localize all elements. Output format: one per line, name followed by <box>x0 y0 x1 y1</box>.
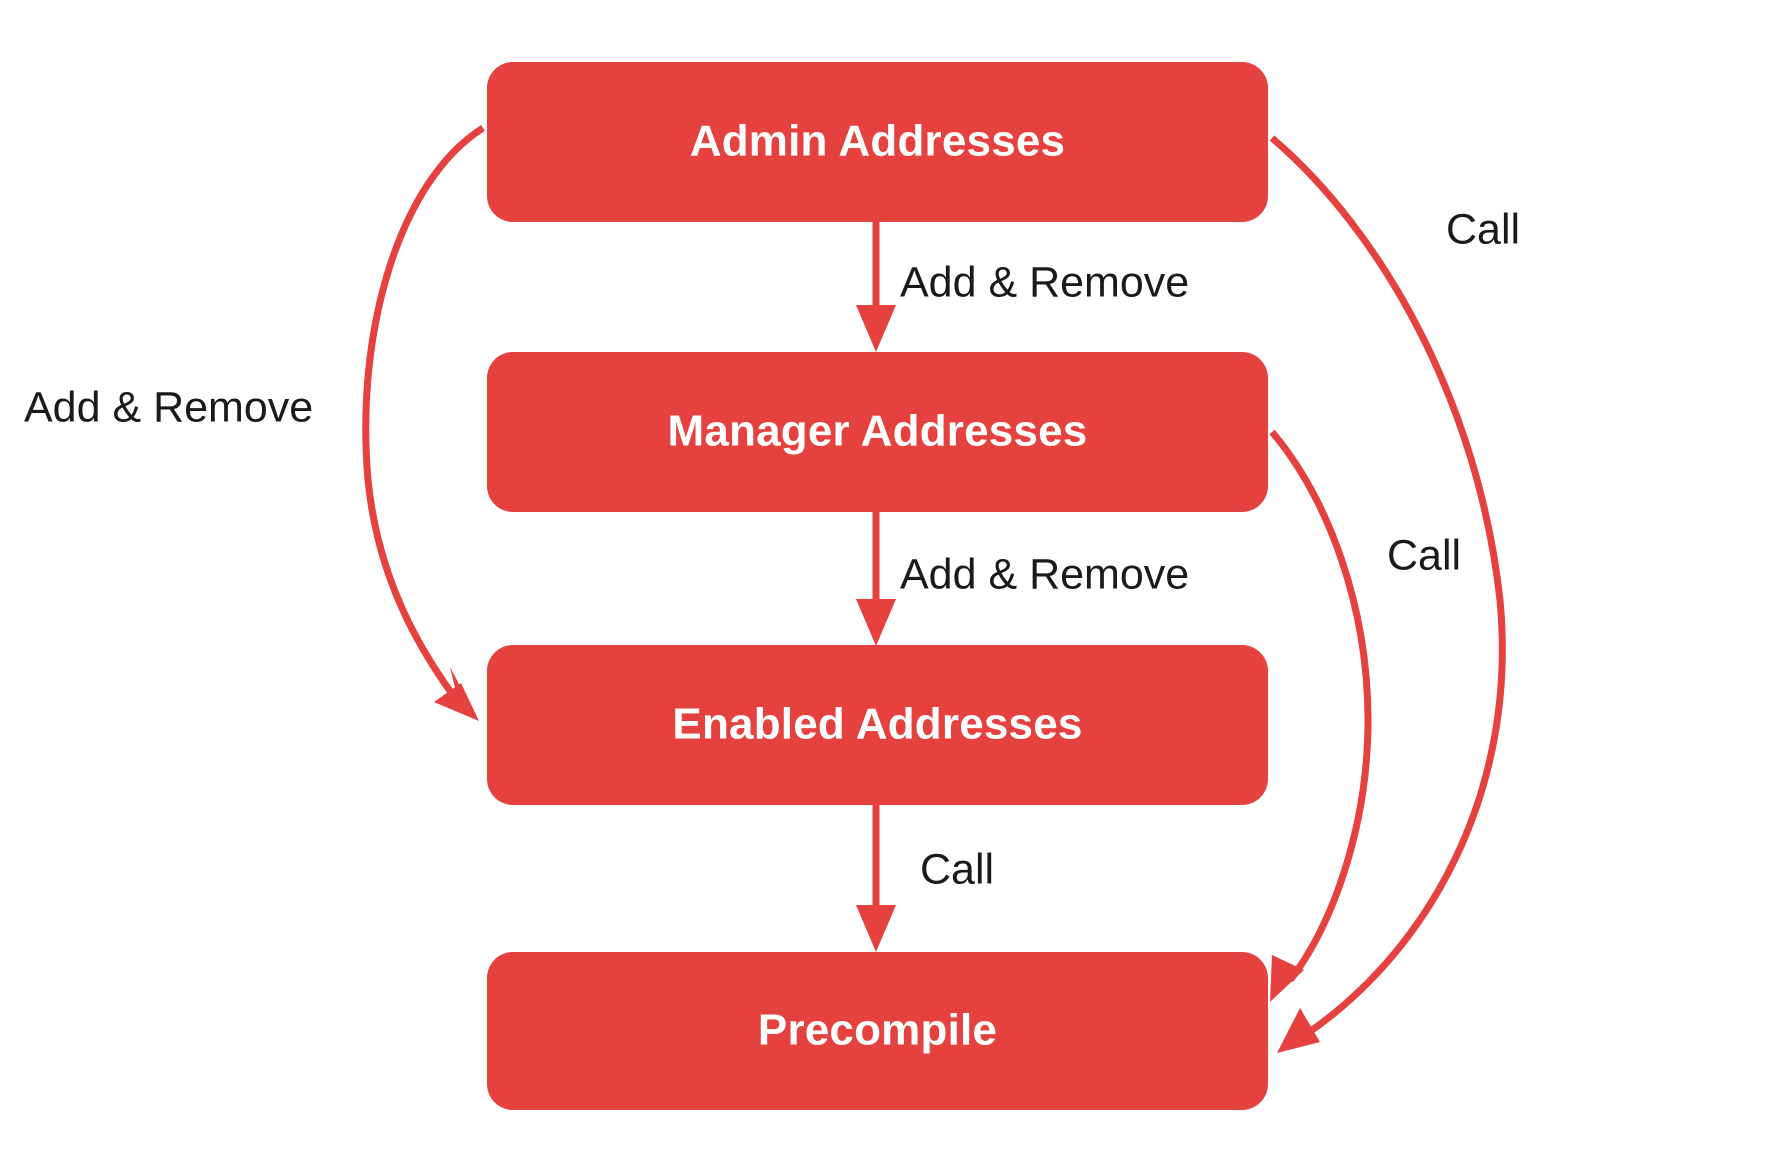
node-enabled-addresses[interactable]: Enabled Addresses <box>487 645 1268 805</box>
edge-manager-to-precompile <box>1269 429 1372 1002</box>
node-enabled-addresses-rect[interactable] <box>487 645 1268 805</box>
edge-admin-to-enabled-arrowhead-fill <box>434 683 479 721</box>
edge-admin-to-precompile-path <box>1269 135 1506 1038</box>
edge-manager-to-enabled <box>856 512 896 646</box>
edge-label-admin-to-manager: Add & Remove <box>900 258 1189 306</box>
edge-admin-to-precompile <box>1269 135 1506 1053</box>
edge-enabled-to-precompile <box>856 805 896 952</box>
edge-admin-to-manager-arrowhead <box>856 305 896 352</box>
node-enabled-addresses-label: Enabled Addresses <box>672 700 1082 749</box>
edge-manager-to-enabled-arrowhead <box>856 599 896 646</box>
node-admin-addresses-rect[interactable] <box>487 62 1268 222</box>
edge-admin-to-manager <box>856 222 896 352</box>
edge-admin-to-precompile-arrowhead <box>1277 1008 1320 1053</box>
edge-label-admin-to-precompile: Call <box>1446 205 1520 253</box>
node-admin-addresses[interactable]: Admin Addresses <box>487 62 1268 222</box>
edge-label-manager-to-precompile: Call <box>1387 531 1461 579</box>
node-manager-addresses-label: Manager Addresses <box>668 407 1088 456</box>
edge-admin-to-enabled-path <box>362 125 485 701</box>
node-precompile-label: Precompile <box>758 1006 997 1055</box>
edge-label-enabled-to-precompile: Call <box>920 845 994 893</box>
edge-label-admin-to-enabled: Add & Remove <box>24 383 313 431</box>
edge-enabled-to-precompile-arrowhead <box>856 905 896 952</box>
edge-admin-to-enabled <box>362 125 485 721</box>
node-admin-addresses-label: Admin Addresses <box>690 117 1065 166</box>
node-manager-addresses-rect[interactable] <box>487 352 1268 512</box>
node-precompile[interactable]: Precompile <box>487 952 1268 1110</box>
edge-label-manager-to-enabled: Add & Remove <box>900 550 1189 598</box>
edge-manager-to-precompile-arrowhead <box>1270 955 1304 1002</box>
node-precompile-rect[interactable] <box>487 952 1268 1110</box>
node-manager-addresses[interactable]: Manager Addresses <box>487 352 1268 512</box>
edge-manager-to-precompile-path <box>1269 429 1372 983</box>
